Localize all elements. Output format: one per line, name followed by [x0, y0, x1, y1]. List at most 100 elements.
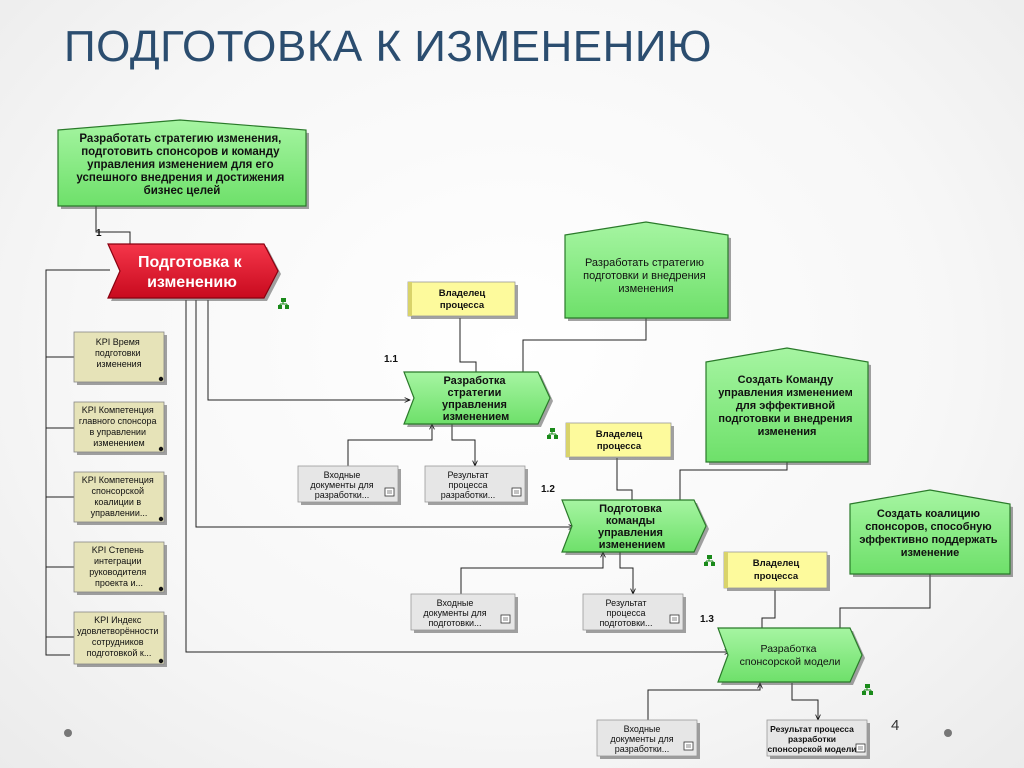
goal-top-line: успешного внедрения и достижения [76, 172, 284, 184]
main-process-label: Подготовка к [138, 254, 243, 271]
kpi-text: сотрудников [92, 637, 144, 647]
svg-text:Разработка стратегии: Разработка стратегии управления изменени… [442, 375, 510, 423]
goal-text: Разработать стратегию [585, 257, 704, 269]
svg-text:KPI Время подготовки: KPI Время подготовки изменения [95, 337, 143, 369]
input-text: разработки... [315, 490, 370, 500]
svg-text:Подготовка команды: Подготовка команды управления изменением [598, 503, 666, 551]
result-text: процесса [607, 608, 646, 618]
kpi-marker-icon [158, 446, 164, 452]
kpi-text: интеграции [94, 556, 142, 566]
kpi-marker-icon [158, 376, 164, 382]
svg-text:Создать Команду управлен: Создать Команду управления изменением дл… [718, 374, 856, 438]
hierarchy-icon [862, 684, 873, 695]
result-text: спонсорской модели [768, 744, 857, 754]
page-number: 4 [891, 717, 900, 734]
connector-lines [45, 206, 931, 720]
input-text: Входные [324, 470, 361, 480]
input-text: подготовки... [428, 618, 481, 628]
subprocess-1-3[interactable]: 1.3 Разработка спонсорской модели [700, 614, 873, 695]
kpi-box[interactable]: KPI Индекс удовлетворённости сотрудников… [73, 611, 167, 667]
kpi-box[interactable]: KPI Время подготовки изменения [73, 331, 167, 385]
owner-text: Владелец [439, 288, 486, 299]
kpi-text: проекта и... [95, 578, 143, 588]
owner-text: процесса [440, 300, 485, 311]
goal-box: Разработать стратегию подготовки и внедр… [564, 221, 731, 321]
kpi-text: спонсорской [91, 486, 144, 496]
kpi-text: KPI Компетенция [82, 405, 154, 415]
svg-text:Разработать стратегию по: Разработать стратегию подготовки и внедр… [583, 257, 709, 295]
kpi-box[interactable]: KPI Компетенция главного спонсора в упра… [73, 401, 167, 455]
subprocess-text: Подготовка [599, 503, 663, 515]
kpi-text: изменения [96, 359, 141, 369]
hierarchy-icon [704, 555, 715, 566]
owner-text: Владелец [596, 429, 643, 440]
subprocess-number: 1.2 [541, 484, 555, 495]
subprocess-1-2[interactable]: 1.2 Подготовка команды управления измене… [541, 484, 715, 566]
nav-dot-right-icon [944, 729, 952, 737]
document-icon [669, 614, 680, 624]
goal-text: Создать коалицию [877, 508, 980, 520]
goal-text: эффективно поддержать [859, 534, 997, 546]
kpi-text: управлении... [91, 508, 148, 518]
svg-text:Разработка спонсорской м: Разработка спонсорской модели [740, 643, 841, 668]
main-process[interactable]: 1 Подготовка к изменению [96, 228, 289, 309]
input-text: разработки... [615, 744, 670, 754]
subprocess-text: изменением [599, 539, 666, 551]
goal-text: управления изменением [718, 387, 853, 399]
kpi-text: руководителя [89, 567, 146, 577]
kpi-marker-icon [158, 516, 164, 522]
result-text: Результат [448, 470, 489, 480]
kpi-text: KPI Индекс [94, 615, 142, 625]
document-icon [855, 743, 866, 753]
document-icon [511, 487, 522, 497]
main-process-number: 1 [96, 228, 102, 239]
kpi-box[interactable]: KPI Степень интеграции руководителя прое… [73, 541, 167, 595]
result-text: подготовки... [599, 618, 652, 628]
svg-text:Подготовка к изменению: Подготовка к изменению [138, 254, 246, 291]
document-icon [384, 487, 395, 497]
nav-dot-left-icon [64, 729, 72, 737]
main-process-label: изменению [147, 274, 237, 291]
goal-text: изменения [758, 426, 817, 438]
kpi-text: изменением [93, 438, 145, 448]
subprocess-text: команды [606, 515, 655, 527]
goal-top-line: управления изменением для его [87, 159, 273, 171]
document-icon [683, 741, 694, 751]
kpi-text: удовлетворённости [77, 626, 158, 636]
subprocess-text: Разработка [443, 375, 506, 387]
svg-text:KPI Степень интеграции: KPI Степень интеграции руководителя прое… [89, 545, 149, 588]
kpi-box[interactable]: KPI Компетенция спонсорской коалиции в у… [73, 471, 167, 525]
kpi-text: главного спонсора [79, 416, 157, 426]
owner-text: процесса [597, 441, 642, 452]
subprocess-1-1[interactable]: 1.1 Разработка стратегии управления изме… [384, 354, 558, 439]
goal-text: изменение [901, 547, 960, 559]
subprocess-text: стратегии [447, 387, 501, 399]
kpi-text: KPI Время [96, 337, 140, 347]
goal-text: подготовки и внедрения [583, 270, 706, 282]
goal-text: Создать Команду [738, 374, 834, 386]
result-text: Результат процесса [770, 724, 854, 734]
hierarchy-icon [547, 428, 558, 439]
subprocess-text: Разработка [761, 643, 817, 655]
input-text: документы для [610, 734, 673, 744]
subprocess-number: 1.3 [700, 614, 714, 625]
